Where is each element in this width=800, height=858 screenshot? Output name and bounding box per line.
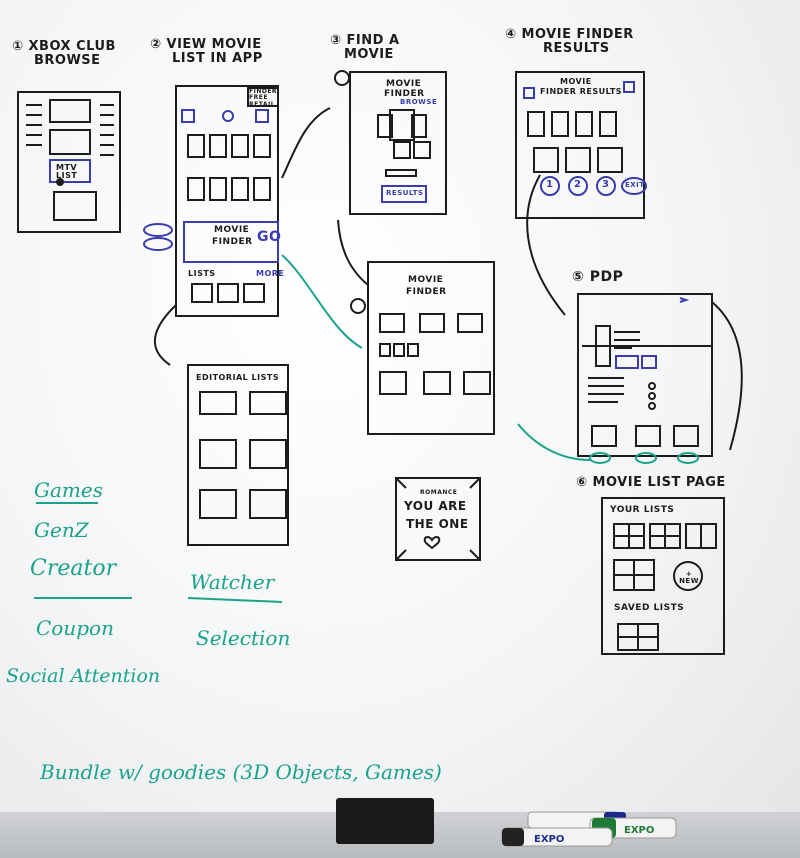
step1-screen-frame	[17, 91, 121, 233]
step5-title: ⑤ PDP	[572, 269, 624, 285]
step4-screen-label-1: MOVIE	[560, 77, 592, 86]
marker-dark-label: EXPO	[534, 834, 564, 845]
step1-title: ① XBOX CLUB BROWSE	[12, 40, 116, 67]
marker-green-label: EXPO	[624, 825, 654, 836]
step4-title-line2: RESULTS	[543, 40, 610, 56]
step6-saved-lists: SAVED LISTS	[614, 603, 685, 613]
step3-title-line2: MOVIE	[344, 46, 394, 62]
step4-sketch	[515, 71, 647, 316]
step6-sketch	[601, 497, 725, 655]
romance-line1: YOU ARE	[404, 499, 467, 513]
note-underlines	[34, 502, 283, 603]
step4-screen-frame	[515, 71, 645, 219]
step2-bar-label-2: FINDER	[212, 237, 253, 247]
step5-screen-frame	[577, 293, 713, 457]
step4-page-2[interactable]: 2	[574, 179, 582, 190]
step1-title-line1: ① XBOX CLUB	[12, 39, 116, 54]
step2-bar-label-1: MOVIE	[214, 225, 250, 235]
step2-editorial-frame	[187, 364, 289, 546]
romance-tag: ROMANCE	[420, 489, 458, 496]
step2-title: ② VIEW MOVIE LIST IN APP	[150, 38, 263, 65]
step4-page-1[interactable]: 1	[546, 179, 554, 190]
step3-title-line1: ③ FIND A	[330, 33, 400, 48]
step2-callout: FINDER FREE RETAIL	[249, 88, 278, 108]
step2-lists-label: LISTS	[188, 269, 216, 278]
step3-sketch	[334, 70, 495, 435]
step3-results-button[interactable]: RESULTS	[386, 189, 424, 197]
note-watcher: Watcher	[190, 570, 275, 594]
step6-title: ⑥ MOVIE LIST PAGE	[576, 475, 726, 490]
note-genz: GenZ	[34, 518, 89, 542]
step3-lower-label-2: FINDER	[406, 287, 447, 297]
eraser	[336, 798, 434, 844]
step6-your-lists: YOUR LISTS	[610, 505, 675, 515]
step2-sketch	[143, 85, 363, 546]
step2-title-line2: LIST IN APP	[172, 50, 263, 66]
note-selection: Selection	[196, 626, 291, 650]
step2-app-frame	[175, 85, 279, 317]
bottom-note: Bundle w/ goodies (3D Objects, Games)	[40, 760, 442, 784]
step3-lower-label-1: MOVIE	[408, 275, 444, 285]
romance-card	[395, 477, 481, 561]
step4-exit-button[interactable]: EXIT	[625, 181, 645, 189]
step1-mtv-list: MTV LIST	[56, 163, 78, 181]
step1-sketch	[17, 91, 121, 233]
step2-more-link[interactable]: MORE	[256, 269, 285, 278]
step3-browse-link[interactable]: BROWSE	[400, 98, 438, 106]
note-social-attention: Social Attention	[6, 665, 161, 687]
step2-title-line1: ② VIEW MOVIE	[150, 37, 262, 52]
step3-lower-frame	[367, 261, 495, 435]
step4-title-line1: ④ MOVIE FINDER	[505, 27, 634, 42]
step6-screen-frame	[601, 497, 725, 655]
note-coupon: Coupon	[36, 616, 114, 640]
step1-title-line2: BROWSE	[34, 52, 101, 68]
step6-new-button[interactable]: + NEW	[679, 570, 699, 586]
step4-page-3[interactable]: 3	[602, 179, 610, 190]
marker-dark: EXPO	[501, 827, 613, 847]
heart-icon	[423, 536, 441, 550]
step2-go-button[interactable]: GO	[257, 229, 282, 245]
step3-title: ③ FIND A MOVIE	[330, 34, 400, 61]
step3-screen-frame	[349, 71, 447, 215]
step3-screen-label-2: FINDER	[384, 89, 425, 99]
step3-screen-label-1: MOVIE	[386, 79, 422, 89]
note-games: Games	[34, 478, 103, 502]
step2-editorial-title: EDITORIAL LISTS	[196, 373, 280, 382]
step5-sketch	[517, 293, 743, 464]
romance-line2: THE ONE	[406, 517, 469, 531]
step4-screen-label-2: FINDER RESULTS	[540, 87, 623, 96]
step4-title: ④ MOVIE FINDER RESULTS	[505, 28, 634, 55]
note-creator: Creator	[30, 556, 117, 581]
